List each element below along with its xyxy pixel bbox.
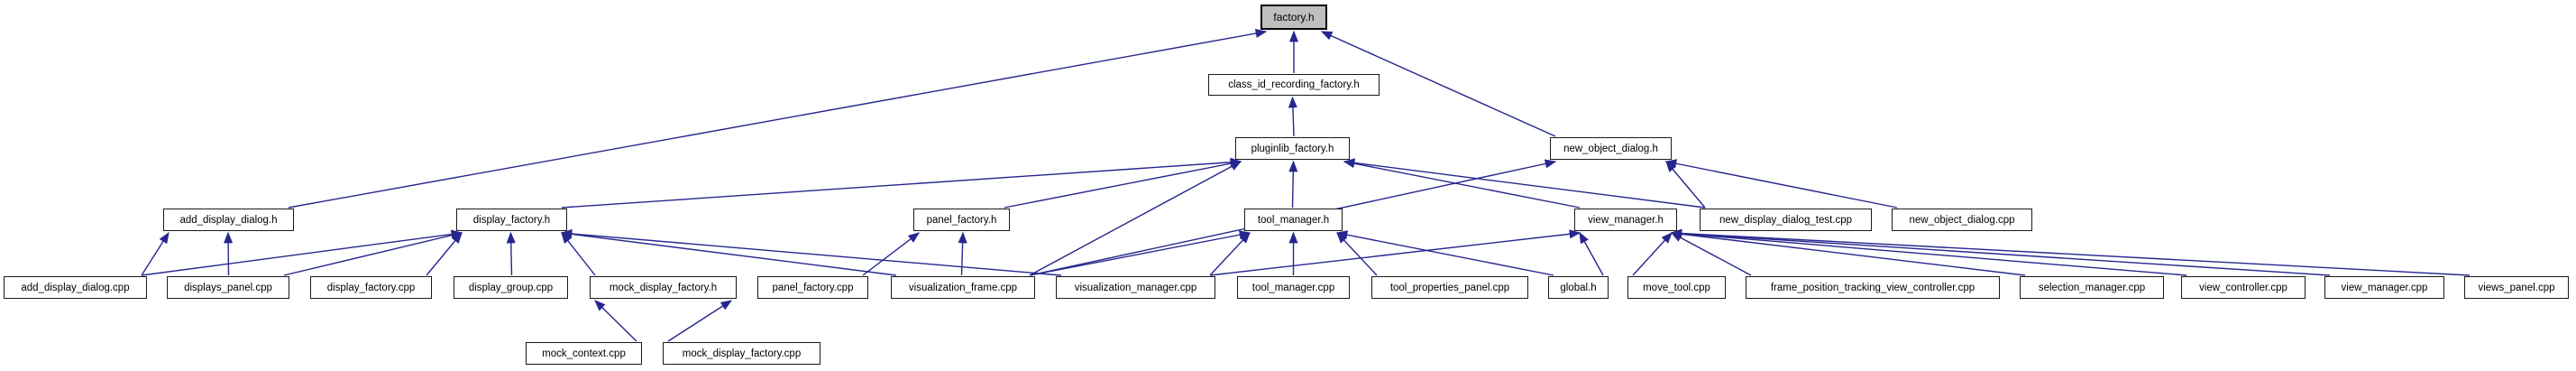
node-move_tool.cpp[interactable]: move_tool.cpp — [1627, 276, 1726, 299]
node-display_factory.cpp[interactable]: display_factory.cpp — [310, 276, 432, 299]
include-edge — [1288, 96, 1297, 137]
node-view_manager.cpp[interactable]: view_manager.cpp — [2324, 276, 2444, 299]
include-edge — [283, 230, 463, 276]
node-factory.h: factory.h — [1260, 5, 1327, 30]
node-displays_panel.cpp[interactable]: displays_panel.cpp — [167, 276, 289, 299]
include-edge — [1004, 159, 1242, 209]
node-tool_manager.cpp[interactable]: tool_manager.cpp — [1237, 276, 1350, 299]
include-edge — [224, 231, 234, 276]
include-edge — [1209, 232, 1251, 276]
node-new_object_dialog.h[interactable]: new_object_dialog.h — [1550, 137, 1672, 160]
node-visualization_frame.cpp[interactable]: visualization_frame.cpp — [891, 276, 1035, 299]
node-display_group.cpp[interactable]: display_group.cpp — [454, 276, 568, 299]
node-new_object_dialog.cpp[interactable]: new_object_dialog.cpp — [1892, 209, 2032, 231]
node-selection_manager.cpp[interactable]: selection_manager.cpp — [2020, 276, 2164, 299]
include-edge — [1209, 229, 1581, 276]
node-global.h[interactable]: global.h — [1548, 276, 1609, 299]
include-edge — [1320, 31, 1556, 137]
node-add_display_dialog.cpp[interactable]: add_display_dialog.cpp — [4, 276, 147, 299]
include-edge — [561, 157, 1242, 209]
node-mock_display_factory.cpp[interactable]: mock_display_factory.cpp — [663, 342, 820, 365]
node-mock_context.cpp[interactable]: mock_context.cpp — [526, 342, 642, 365]
node-frame_position_tracking_view_controller.cpp[interactable]: frame_position_tracking_view_controller.… — [1746, 276, 2000, 299]
include-edge — [1343, 158, 1706, 209]
node-panel_factory.h[interactable]: panel_factory.h — [913, 209, 1010, 231]
include-edge — [1343, 159, 1581, 209]
include-edge — [288, 29, 1268, 209]
node-visualization_manager.cpp[interactable]: visualization_manager.cpp — [1056, 276, 1215, 299]
include-edge — [506, 231, 516, 276]
node-pluginlib_factory.h[interactable]: pluginlib_factory.h — [1235, 137, 1350, 160]
node-mock_display_factory.h[interactable]: mock_display_factory.h — [590, 276, 737, 299]
node-views_panel.cpp[interactable]: views_panel.cpp — [2464, 276, 2569, 299]
include-edge — [560, 228, 1062, 276]
include-edge — [1029, 230, 1251, 276]
include-edge — [1029, 161, 1242, 276]
node-view_manager.h[interactable]: view_manager.h — [1574, 209, 1677, 231]
node-add_display_dialog.h[interactable]: add_display_dialog.h — [163, 209, 294, 231]
include-edge — [862, 232, 921, 276]
include-edge — [1288, 160, 1298, 209]
node-tool_manager.h[interactable]: tool_manager.h — [1244, 209, 1343, 231]
node-view_controller.cpp[interactable]: view_controller.cpp — [2181, 276, 2306, 299]
node-tool_properties_panel.cpp[interactable]: tool_properties_panel.cpp — [1371, 276, 1528, 299]
include-edge — [1670, 228, 2331, 276]
include-edge — [1670, 228, 2187, 276]
include-edge — [1335, 230, 1554, 276]
include-edge — [1670, 232, 1752, 276]
include-edge — [1579, 231, 1604, 276]
include-edge — [667, 300, 733, 342]
include-edge — [1670, 229, 2026, 276]
include-edge — [594, 300, 637, 342]
include-edge — [1665, 161, 1706, 209]
node-display_factory.h[interactable]: display_factory.h — [456, 209, 567, 231]
include-edge — [560, 229, 897, 276]
include-edge — [1632, 232, 1673, 276]
include-edge — [1664, 159, 1898, 209]
node-panel_factory.cpp[interactable]: panel_factory.cpp — [757, 276, 868, 299]
node-new_display_dialog_test.cpp[interactable]: new_display_dialog_test.cpp — [1700, 209, 1872, 231]
node-class_id_recording_factory.h[interactable]: class_id_recording_factory.h — [1208, 74, 1380, 96]
include-edge — [141, 231, 170, 276]
include-edge — [958, 231, 967, 276]
include-edge — [141, 229, 463, 276]
include-edge — [1336, 232, 1378, 276]
include-edge — [426, 232, 463, 276]
include-edge — [1670, 228, 2471, 276]
include-edge — [561, 232, 596, 276]
